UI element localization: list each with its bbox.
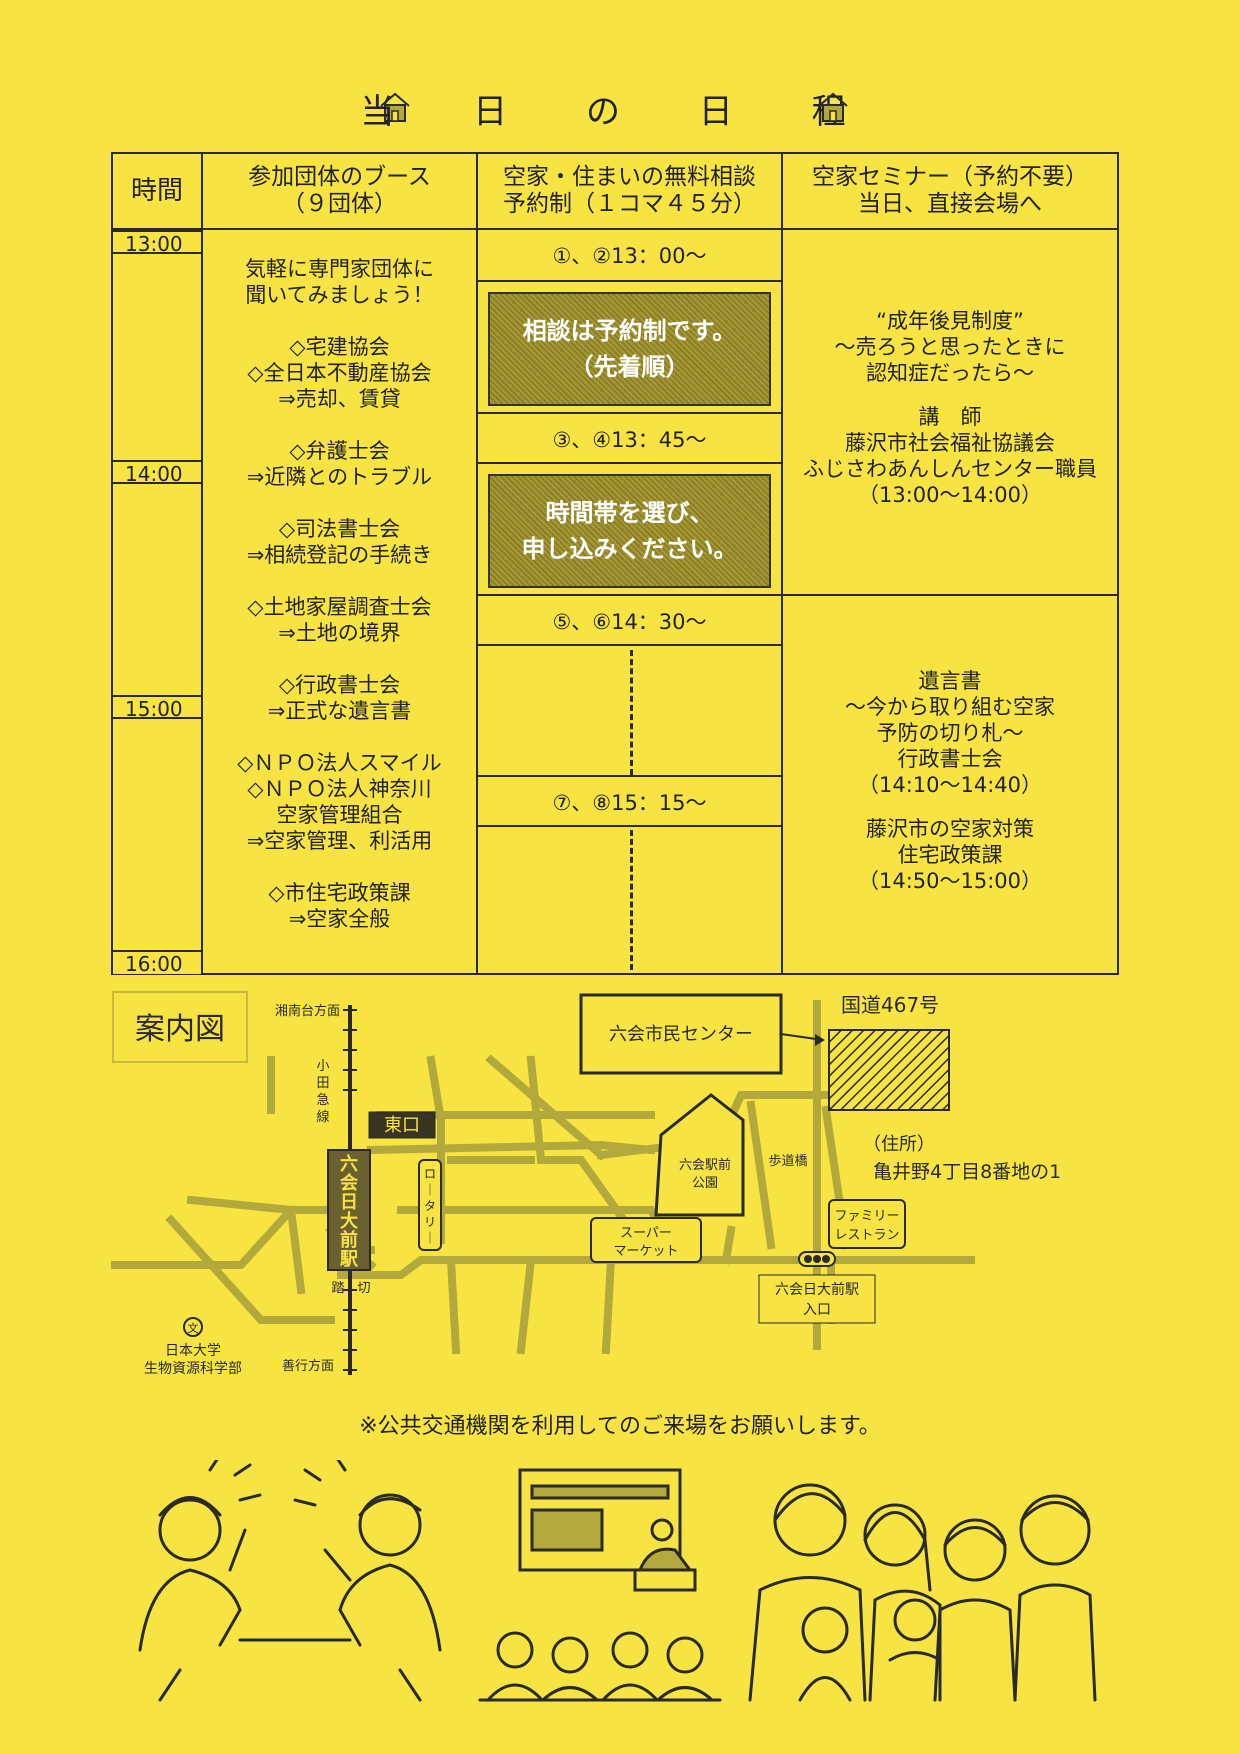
bridge-label: 歩道橋 xyxy=(768,1154,807,1169)
park-label: 公園 xyxy=(692,1176,718,1191)
rotary-char: リ xyxy=(424,1215,436,1229)
booth-item: ◇土地家屋調査士会⇒土地の境界 xyxy=(247,595,432,645)
seminar-block: 遺言書～今から取り組む空家予防の切り札～行政書士会（14:10～14:40） 藤… xyxy=(845,669,1055,893)
access-map: 案内図 湘南台方面 小 田 急 線 六 会 日 大 前 駅 東口 ロ ｜ タ リ… xyxy=(111,991,1061,1377)
east-exit-box xyxy=(368,1111,436,1139)
rotary-char: ロ xyxy=(424,1167,436,1181)
line-name-char: 小 xyxy=(316,1059,329,1074)
south-direction: 善行方面 xyxy=(282,1358,334,1374)
house-icon xyxy=(818,92,848,122)
station-char: 会 xyxy=(340,1172,358,1194)
park-shape xyxy=(654,1093,745,1217)
line-name: 小 田 急 線 xyxy=(316,1059,329,1125)
consult-slot: ⑤、⑥14：30～ xyxy=(478,594,781,646)
consult-slot: ⑦、⑧15：15～ xyxy=(478,775,781,827)
university-line: 生物資源科学部 xyxy=(144,1361,242,1377)
time-label: 16:00 xyxy=(113,950,201,976)
map-label: 案内図 xyxy=(135,1012,225,1047)
restaurant-label: ファミリー xyxy=(834,1209,899,1224)
center-label: 六会市民センター xyxy=(609,1024,753,1045)
booth-item: ◇ＮＰＯ法人スマイル◇ＮＰＯ法人神奈川空家管理組合⇒空家管理、利活用 xyxy=(237,751,442,853)
route-label: 国道467号 xyxy=(841,993,939,1017)
north-direction: 湘南台方面 xyxy=(275,1003,340,1019)
traffic-signal-icon xyxy=(798,1251,836,1267)
supermarket-box xyxy=(590,1217,702,1263)
booth-item: ◇市住宅政策課⇒空家全般 xyxy=(268,881,411,931)
people-illustration xyxy=(138,1460,1097,1702)
east-exit-label: 東口 xyxy=(384,1115,420,1136)
line-name-char: 田 xyxy=(316,1076,329,1091)
line-name-char: 急 xyxy=(316,1093,329,1108)
address-label: （住所） xyxy=(863,1134,935,1155)
time-column: 13:00 14:00 15:00 16:00 xyxy=(111,228,203,976)
booth-item: ◇宅建協会◇全日本不動産協会⇒売却、賃貸 xyxy=(247,335,432,411)
dashed-divider xyxy=(629,830,633,970)
line-name-char: 線 xyxy=(316,1109,329,1125)
entrance-box xyxy=(758,1274,876,1324)
rail-ties xyxy=(343,1009,357,1371)
page-title: 当 日 の 日 程 xyxy=(360,92,880,132)
seminar-column: “成年後見制度”～売ろうと思ったときに認知症だったら～ 講 師藤沢市社会福祉協議… xyxy=(781,228,1119,975)
arrow-head-icon xyxy=(815,1034,825,1046)
seminar-block: “成年後見制度”～売ろうと思ったときに認知症だったら～ 講 師藤沢市社会福祉協議… xyxy=(783,230,1117,596)
address-text: 亀井野4丁目8番地の1 xyxy=(873,1161,1061,1183)
school-symbol: 文 xyxy=(188,1321,199,1335)
station-box xyxy=(327,1149,371,1271)
center-building xyxy=(828,1029,950,1111)
time-label: 15:00 xyxy=(113,695,201,721)
school-icon xyxy=(183,1317,203,1337)
dashed-divider xyxy=(629,650,633,775)
restaurant-box xyxy=(828,1199,906,1249)
rotary-char: ｜ xyxy=(424,1183,436,1197)
crossing-label: 踏 切 xyxy=(331,1281,370,1296)
center-box xyxy=(579,993,783,1075)
station-char: 六 xyxy=(340,1153,358,1175)
park-label: 六会駅前 xyxy=(679,1157,731,1173)
consult-slot: ①、②13：00～ xyxy=(478,230,781,282)
restaurant-label: レストラン xyxy=(834,1228,899,1243)
entrance-label: 六会日大前駅 xyxy=(775,1281,859,1298)
booth-list: 気軽に専門家団体に聞いてみましょう！ ◇宅建協会◇全日本不動産協会⇒売却、賃貸 … xyxy=(201,228,478,975)
rotary-char: ｜ xyxy=(424,1231,436,1245)
consultation-icon xyxy=(138,1460,442,1702)
seminar-icon xyxy=(478,1468,722,1702)
time-label: 14:00 xyxy=(113,460,201,486)
consult-column: ①、②13：00～ 相談は予約制です。（先着順） ③、④13：45～ 時間帯を選… xyxy=(476,228,783,975)
rotary-box xyxy=(418,1159,442,1251)
station-char: 日 xyxy=(340,1192,358,1213)
booth-intro: 気軽に専門家団体に聞いてみましょう！ xyxy=(245,257,434,307)
supermarket-label: スーパー xyxy=(620,1226,672,1241)
house-icon xyxy=(380,92,410,122)
rotary-char: タ xyxy=(424,1199,436,1213)
header-consult: 空家・住まいの無料相談予約制（１コマ４５分） xyxy=(476,152,783,230)
university-line: 日本大学 xyxy=(165,1343,221,1359)
station-char: 大 xyxy=(340,1210,358,1232)
station-char: 駅 xyxy=(339,1249,359,1270)
header-booth: 参加団体のブース（９団体） xyxy=(201,152,478,230)
notice-box: 相談は予約制です。（先着順） xyxy=(488,292,771,406)
booth-item: ◇弁護士会⇒近隣とのトラブル xyxy=(246,439,433,489)
entrance-label: 入口 xyxy=(803,1302,831,1318)
time-label: 13:00 xyxy=(113,230,201,256)
notice-box: 時間帯を選び、申し込みください。 xyxy=(488,474,771,588)
booth-item: ◇行政書士会⇒正式な遺言書 xyxy=(267,673,412,723)
booth-item: ◇司法書士会⇒相続登記の手続き xyxy=(246,517,433,567)
schedule-table: 時間 参加団体のブース（９団体） 空家・住まいの無料相談予約制（１コマ４５分） … xyxy=(111,152,1119,976)
family-icon xyxy=(748,1483,1097,1702)
consult-slot: ③、④13：45～ xyxy=(478,412,781,464)
header-seminar: 空家セミナー（予約不要）当日、直接会場へ xyxy=(781,152,1119,230)
supermarket-label: マーケット xyxy=(613,1244,678,1259)
header-time: 時間 xyxy=(111,152,203,230)
station-char: 前 xyxy=(340,1229,358,1251)
transport-note: ※公共交通機関を利用してのご来場をお願いします。 xyxy=(359,1414,881,1439)
